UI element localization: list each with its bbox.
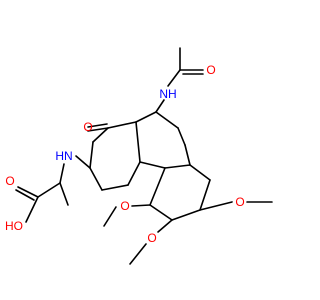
bond-9	[107, 121, 137, 129]
bond-19	[59, 163, 65, 184]
bond-23	[15, 189, 35, 201]
bond-22	[17, 186, 39, 198]
bond-25	[139, 161, 166, 169]
bond-31	[149, 167, 166, 206]
bond-5	[155, 111, 179, 129]
bond-11	[87, 127, 109, 132]
bond-14	[89, 167, 103, 191]
bond-0	[167, 69, 181, 87]
atom-label-oxygen-amide: O	[206, 63, 215, 77]
molecule-figure: O NH O HN O HO O O O	[5, 47, 273, 265]
bond-33	[157, 219, 173, 233]
bond-32	[131, 204, 151, 207]
bond-13	[89, 141, 94, 169]
bond-8	[135, 111, 157, 123]
atom-label-amide-n: NH	[159, 87, 176, 101]
bond-26	[164, 164, 191, 169]
bond-29	[171, 209, 201, 221]
bond-16	[127, 161, 141, 186]
bond-34	[199, 201, 233, 211]
atom-label-oxygen-methoxy-3: O	[235, 195, 244, 209]
bond-21	[59, 182, 69, 206]
atom-label-oxygen-methoxy-1: O	[120, 199, 129, 213]
atom-label-oxygen-methoxy-2: O	[147, 231, 156, 245]
bond-36	[129, 243, 147, 265]
atom-label-amine-n: HN	[55, 149, 72, 163]
atom-label-oxygen-carbonyl: O	[5, 174, 14, 188]
atom-label-oxygen-ketone: O	[83, 120, 92, 134]
bond-17	[135, 121, 141, 163]
bond-lines	[15, 47, 273, 265]
bond-7	[184, 144, 191, 166]
atom-label-hydroxyl: HO	[5, 219, 23, 233]
bond-6	[177, 127, 186, 146]
bond-18	[75, 155, 91, 169]
bond-10	[92, 127, 109, 143]
bond-37	[103, 206, 117, 227]
bond-27	[189, 164, 211, 181]
bond-4	[155, 99, 165, 113]
bond-28	[199, 179, 211, 211]
bond-30	[149, 204, 173, 221]
molecule-structure: O NH O HN O HO O O O	[5, 47, 273, 265]
bond-20	[37, 182, 61, 198]
bond-24	[25, 196, 39, 223]
bond-15	[101, 184, 129, 191]
bond-12	[87, 123, 108, 128]
